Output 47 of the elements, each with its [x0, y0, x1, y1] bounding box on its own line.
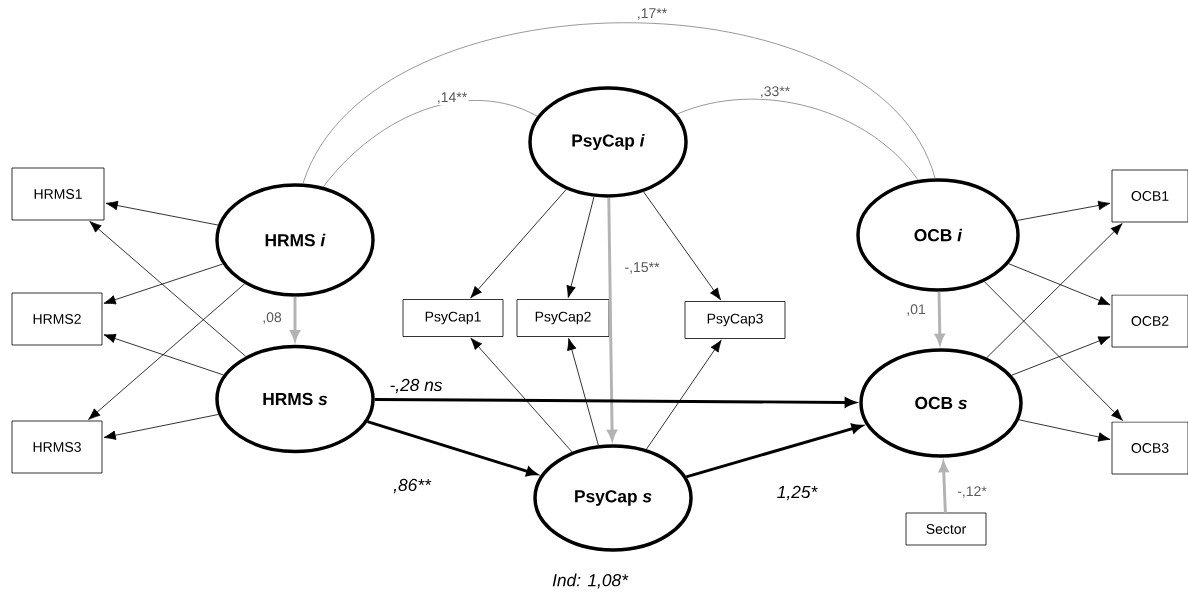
path-arrow	[1008, 263, 1111, 306]
indicator-box: OCB1	[1111, 169, 1188, 223]
indicator-box: PsyCap2	[516, 299, 610, 337]
path-arrow	[984, 281, 1123, 421]
indicator-box: OCB2	[1111, 294, 1188, 348]
indicator-box: HRMS3	[11, 420, 103, 474]
edge-label: ,01	[904, 302, 928, 318]
covariance-arc	[322, 100, 538, 188]
edge-label: ,14**	[435, 90, 469, 106]
indicator-box: HRMS2	[11, 292, 103, 346]
path-arrow	[1018, 419, 1111, 442]
path-arrow	[105, 200, 219, 226]
covariance-arc	[302, 22, 936, 184]
indicator-box: OCB3	[1111, 421, 1188, 475]
edge-label: ,33**	[758, 84, 792, 100]
path-arrow	[567, 338, 599, 446]
path-arrow	[103, 414, 219, 440]
path-arrow	[1011, 336, 1111, 376]
path-arrow	[646, 339, 722, 450]
indicator-box: PsyCap1	[402, 299, 504, 337]
indicator-box: PsyCap3	[684, 301, 786, 339]
edge-label: -,15**	[623, 260, 661, 276]
covariance-arc	[676, 98, 919, 181]
indicator-box: HRMS1	[11, 167, 105, 221]
path-arrow	[103, 263, 224, 305]
edge-label: 1,25*	[775, 484, 819, 502]
path-arrow	[643, 191, 721, 301]
edge-label: -,12*	[955, 484, 989, 500]
path-arrow	[935, 291, 945, 345]
path-arrow	[470, 337, 573, 453]
path-arrow	[566, 196, 595, 298]
indicator-box: Sector	[905, 512, 987, 546]
edge-label: ,86**	[391, 477, 433, 495]
edge-label: -,28 ns	[388, 377, 444, 395]
edge-label: ,08	[260, 310, 284, 326]
path-arrow	[685, 423, 863, 479]
path-arrow	[88, 283, 245, 420]
path-arrow	[607, 197, 617, 441]
path-arrow	[470, 189, 567, 299]
path-arrow	[290, 296, 300, 341]
edge-label: ,17**	[635, 6, 669, 22]
indirect-effect-note: Ind: 1,08*	[552, 573, 629, 589]
path-arrow	[89, 221, 247, 357]
path-arrow	[103, 333, 224, 376]
path-arrow	[1016, 200, 1111, 221]
path-arrow	[986, 223, 1123, 359]
path-arrow	[938, 461, 949, 513]
